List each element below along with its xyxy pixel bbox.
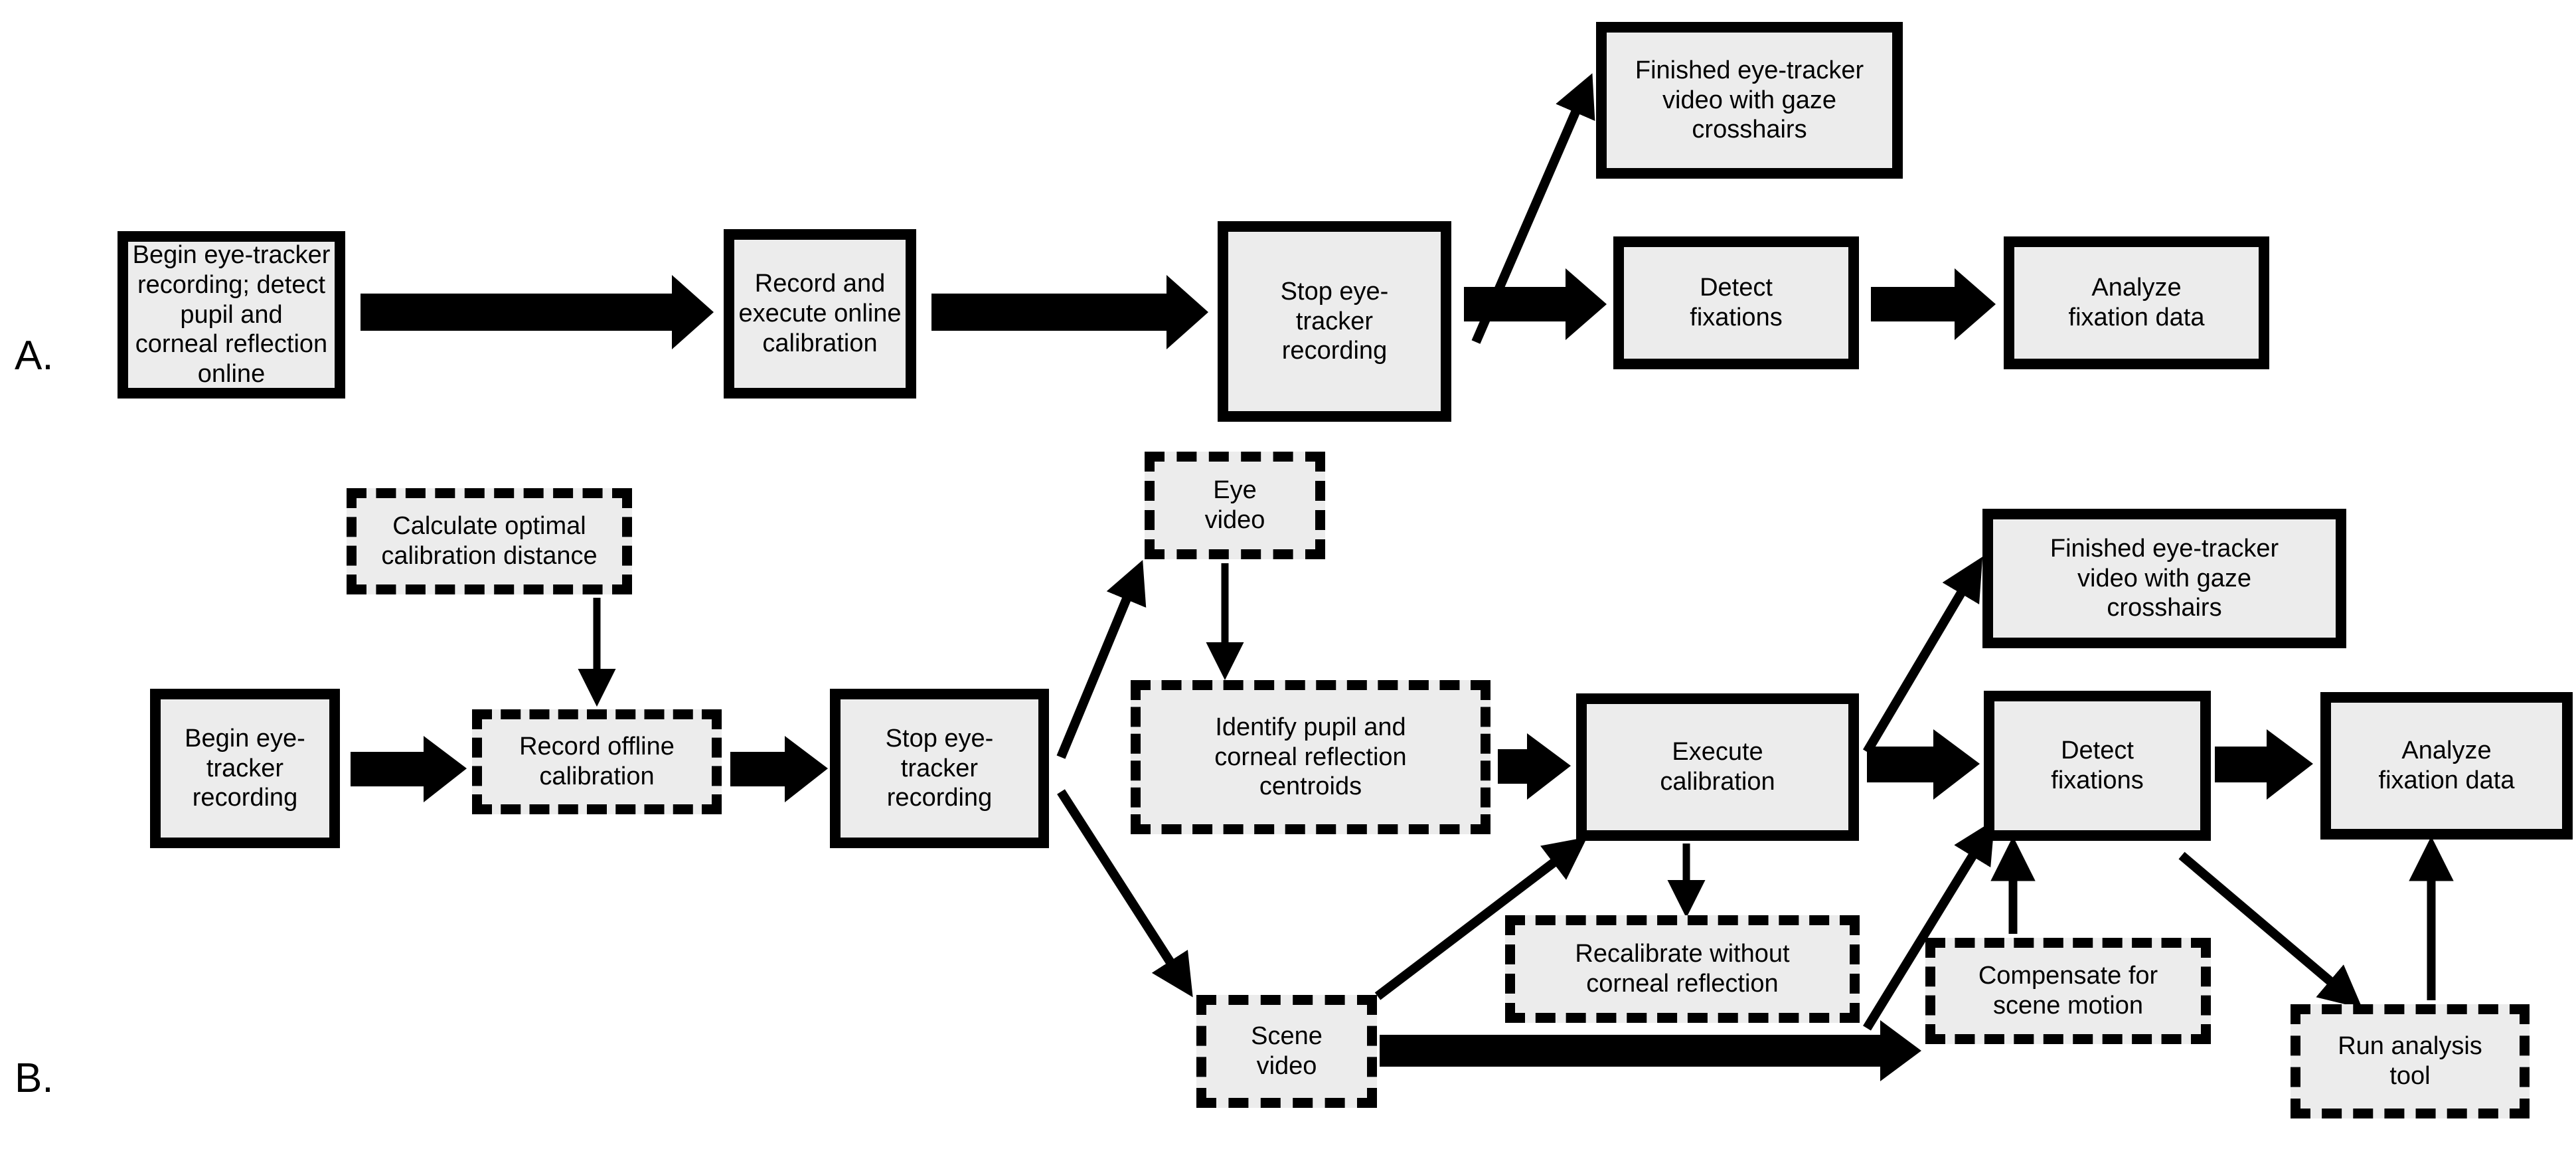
node-label: Finished eye-tracker video with gaze cro… — [1635, 56, 1864, 144]
node-label: Stop eye- tracker recording — [885, 724, 994, 812]
node-analyze-fixation-data-b[interactable]: Analyze fixation data — [2320, 692, 2573, 840]
edge-detect-to-analyze — [1871, 268, 1996, 340]
node-compensate-for-scene-motion[interactable]: Compensate for scene motion — [1925, 938, 2211, 1044]
node-label: Begin eye-tracker recording; detect pupi… — [132, 240, 331, 389]
node-label: Calculate optimal calibration distance — [381, 512, 598, 570]
node-calculate-optimal-calibration-distance[interactable]: Calculate optimal calibration distance — [347, 488, 632, 594]
node-label: Identify pupil and corneal reflection ce… — [1214, 713, 1407, 801]
node-run-analysis-tool[interactable]: Run analysis tool — [2291, 1004, 2530, 1118]
edge-begin-to-recordoff — [351, 736, 467, 802]
node-label: Analyze fixation data — [2378, 737, 2515, 794]
node-record-offline-calibration[interactable]: Record offline calibration — [472, 709, 722, 814]
node-eye-video[interactable]: Eye video — [1145, 452, 1325, 559]
edge-execute-to-detect — [1867, 729, 1980, 800]
node-detect-fixations-b[interactable]: Detect fixations — [1984, 691, 2211, 841]
node-identify-pupil-corneal-centroids[interactable]: Identify pupil and corneal reflection ce… — [1131, 680, 1490, 834]
edge-begin-to-record — [361, 275, 714, 349]
node-label: Recalibrate without corneal reflection — [1575, 940, 1790, 998]
edge-stop-to-detect — [1464, 268, 1607, 340]
node-record-execute-online-calibration[interactable]: Record and execute online calibration — [724, 229, 916, 399]
edge-detect-to-analyze — [2215, 729, 2313, 800]
node-execute-calibration[interactable]: Execute calibration — [1576, 693, 1859, 841]
node-label: Scene video — [1251, 1022, 1323, 1080]
edge-identify-to-execute — [1498, 733, 1571, 800]
edge-record-to-stop — [931, 275, 1208, 349]
node-stop-eye-tracker-recording-a[interactable]: Stop eye- tracker recording — [1218, 221, 1451, 422]
node-finished-eye-tracker-video-b[interactable]: Finished eye-tracker video with gaze cro… — [1982, 509, 2346, 648]
node-label: Eye video — [1204, 476, 1265, 534]
edge-stop-to-eyevideo — [1056, 560, 1147, 759]
node-scene-video[interactable]: Scene video — [1196, 995, 1377, 1108]
node-finished-eye-tracker-video-a[interactable]: Finished eye-tracker video with gaze cro… — [1596, 22, 1903, 179]
node-begin-eye-tracker-recording-b[interactable]: Begin eye- tracker recording — [150, 689, 340, 848]
node-label: Detect fixations — [1690, 274, 1783, 331]
node-label: Compensate for scene motion — [1978, 962, 2158, 1020]
node-begin-eye-tracker-recording-online[interactable]: Begin eye-tracker recording; detect pupi… — [118, 231, 345, 399]
edge-stop-to-finished — [1471, 73, 1595, 344]
node-label: Finished eye-tracker video with gaze cro… — [2050, 534, 2279, 622]
node-detect-fixations-a[interactable]: Detect fixations — [1613, 236, 1859, 369]
node-label: Execute calibration — [1660, 738, 1775, 796]
node-label: Run analysis tool — [2338, 1032, 2482, 1090]
node-stop-eye-tracker-recording-b[interactable]: Stop eye- tracker recording — [830, 689, 1049, 848]
node-analyze-fixation-data-a[interactable]: Analyze fixation data — [2004, 236, 2269, 369]
edge-execute-to-finished — [1862, 557, 1983, 755]
panel-label-a: A. — [15, 333, 54, 379]
node-recalibrate-without-corneal-reflection[interactable]: Recalibrate without corneal reflection — [1505, 915, 1860, 1023]
edge-recordoff-to-stop — [730, 736, 828, 802]
edge-scene-to-compensate — [1380, 1020, 1921, 1081]
node-label: Stop eye- tracker recording — [1280, 277, 1389, 365]
node-label: Detect fixations — [2051, 737, 2144, 794]
panel-label-b: B. — [15, 1055, 54, 1101]
node-label: Analyze fixation data — [2068, 274, 2205, 331]
node-label: Begin eye- tracker recording — [185, 724, 305, 812]
node-label: Record offline calibration — [519, 733, 675, 790]
node-label: Record and execute online calibration — [738, 270, 902, 357]
